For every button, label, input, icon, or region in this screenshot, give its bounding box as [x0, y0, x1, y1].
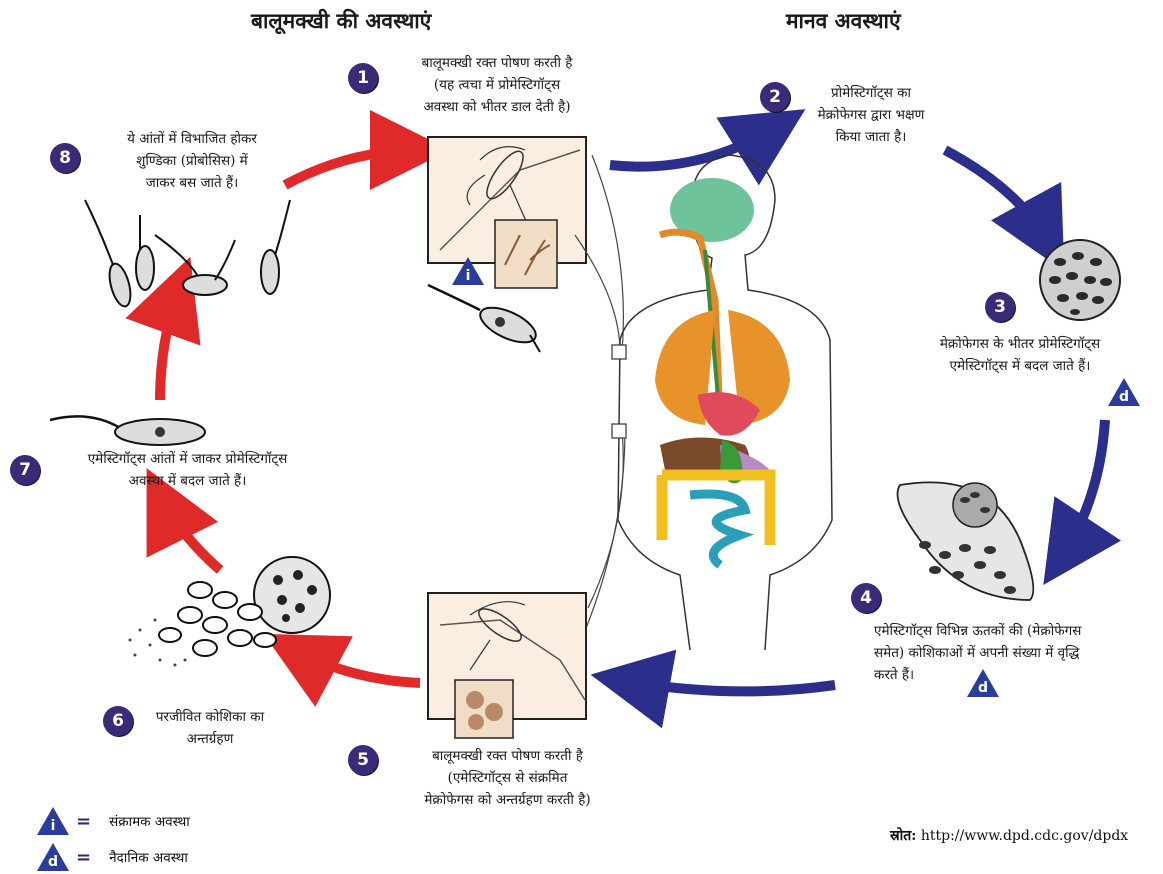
sandfly-stages-heading: बालूमक्खी की अवस्थाएं — [251, 7, 431, 35]
promastigote-step-7 — [50, 416, 205, 445]
arrow-8-to-1 — [285, 150, 420, 185]
infected-tissue — [898, 482, 1034, 600]
infective-legend-icon: i — [36, 806, 70, 836]
promastigote-free — [428, 285, 541, 352]
step-badge-4: 4 — [851, 583, 881, 613]
source-url: http://www.dpd.cdc.gov/dpdx — [921, 828, 1128, 844]
marker-letter-d: d — [1107, 389, 1141, 405]
marker-letter-i: i — [36, 818, 70, 834]
arrow-2-to-3 — [945, 150, 1050, 245]
dividing-promastigotes — [85, 200, 290, 309]
step-badge-3: 3 — [985, 292, 1015, 322]
step-badge-8: 8 — [50, 143, 80, 173]
step-8-caption: ये आंतों में विभाजित होकर शुण्डिका (प्रो… — [82, 128, 302, 194]
step-4-caption: एमेस्टिगॉट्स विभिन्न ऊतकों की (मेक्रोफेग… — [874, 620, 1159, 686]
arrow-5-to-6 — [290, 648, 420, 683]
legend-infective-label: संक्रामक अवस्था — [109, 812, 190, 830]
legend-equals: = — [76, 847, 91, 868]
step-1-caption: बालूमक्खी रक्त पोषण करती है (यह त्वचा मे… — [382, 52, 612, 118]
step-badge-1: 1 — [348, 63, 378, 93]
step-7-caption: एमेस्टिगॉट्स आंतों में जाकर प्रोमेस्टिगॉ… — [40, 448, 335, 492]
step-3-caption: मेक्रोफेगस के भीतर प्रोमेस्टिगॉट्स एमेस्… — [900, 333, 1140, 377]
step-2-caption: प्रोमेस्टिगॉट्स का मेक्रोफेगस द्वारा भक्… — [786, 82, 956, 148]
diagnostic-stage-marker-4: d — [966, 668, 1000, 698]
step-badge-5: 5 — [348, 745, 378, 775]
legend-equals: = — [76, 811, 91, 832]
step-badge-7: 7 — [10, 455, 40, 485]
diagnostic-stage-marker-3: d — [1107, 377, 1141, 407]
arrow-6-to-7 — [160, 495, 220, 570]
step-6-caption: परजीवित कोशिका का अन्तर्ग्रहण — [130, 706, 290, 750]
legend-diagnostic: d = नैदानिक अवस्था — [36, 842, 188, 872]
legend-infective: i = संक्रामक अवस्था — [36, 806, 190, 836]
step-5-caption: बालूमक्खी रक्त पोषण करती है (एमेस्टिगॉट्… — [380, 745, 635, 811]
arrow-1-to-2 — [610, 125, 780, 167]
arrow-3-to-4 — [1060, 420, 1105, 560]
marker-letter-d: d — [36, 854, 70, 870]
marker-letter-d: d — [966, 680, 1000, 696]
source-credit: स्रोत: http://www.dpd.cdc.gov/dpdx — [890, 826, 1128, 845]
arrow-4-to-5 — [620, 680, 835, 691]
human-figure — [612, 155, 832, 650]
infective-stage-marker: i — [451, 256, 485, 286]
step-badge-6: 6 — [103, 706, 133, 736]
diagnostic-legend-icon: d — [36, 842, 70, 872]
arrow-7-to-8 — [160, 285, 180, 400]
source-label: स्रोत: — [890, 828, 916, 844]
human-stages-heading: मानव अवस्थाएं — [786, 7, 901, 35]
marker-letter-i: i — [451, 268, 485, 284]
legend-diagnostic-label: नैदानिक अवस्था — [109, 848, 188, 866]
sandfly-feeding-panel-5 — [428, 593, 586, 738]
macrophage-cell — [1040, 240, 1120, 320]
